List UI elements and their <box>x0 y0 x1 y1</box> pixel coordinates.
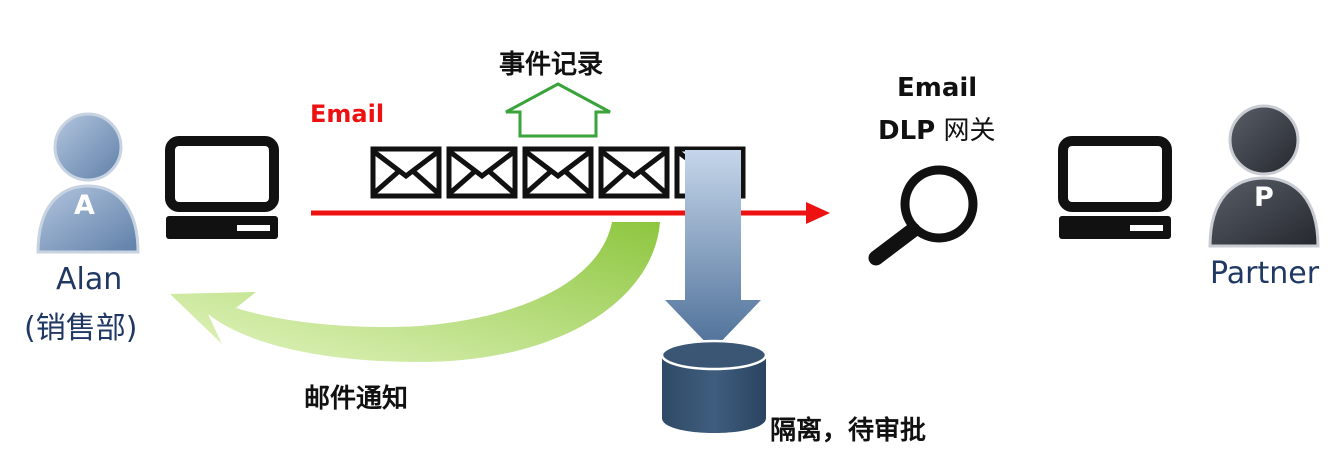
sender-department: (销售部) <box>24 311 138 346</box>
envelope-icon <box>598 146 670 199</box>
mail-notify-arrow <box>170 222 660 362</box>
partner-name: Partner <box>1210 256 1320 291</box>
envelope-icon <box>522 146 594 199</box>
quarantine-label: 隔离，待审批 <box>770 416 927 446</box>
mail-notify-label: 邮件通知 <box>304 384 409 414</box>
sender-computer-icon <box>165 136 279 239</box>
partner-computer-icon <box>1058 136 1172 239</box>
gateway-label-line2: DLP 网关 <box>878 110 995 147</box>
event-log-arrow <box>505 82 611 138</box>
gateway-label-line1: Email <box>897 73 978 103</box>
email-label: Email <box>310 100 385 128</box>
event-log-label: 事件记录 <box>499 50 604 80</box>
quarantine-arrow <box>665 150 761 350</box>
partner-avatar-icon <box>1208 104 1320 248</box>
database-icon <box>660 339 768 433</box>
partner-avatar-letter: P <box>1254 182 1274 213</box>
envelope-icon <box>370 146 442 199</box>
gateway-label-gateway: 网关 <box>935 116 996 146</box>
email-flow-arrow <box>311 202 830 224</box>
magnifier-icon <box>868 165 978 266</box>
sender-name: Alan <box>56 262 123 297</box>
envelope-icon <box>446 146 518 199</box>
sender-avatar-letter: A <box>74 190 95 221</box>
sender-avatar-icon <box>36 112 140 254</box>
gateway-label-dlp: DLP <box>878 116 936 146</box>
